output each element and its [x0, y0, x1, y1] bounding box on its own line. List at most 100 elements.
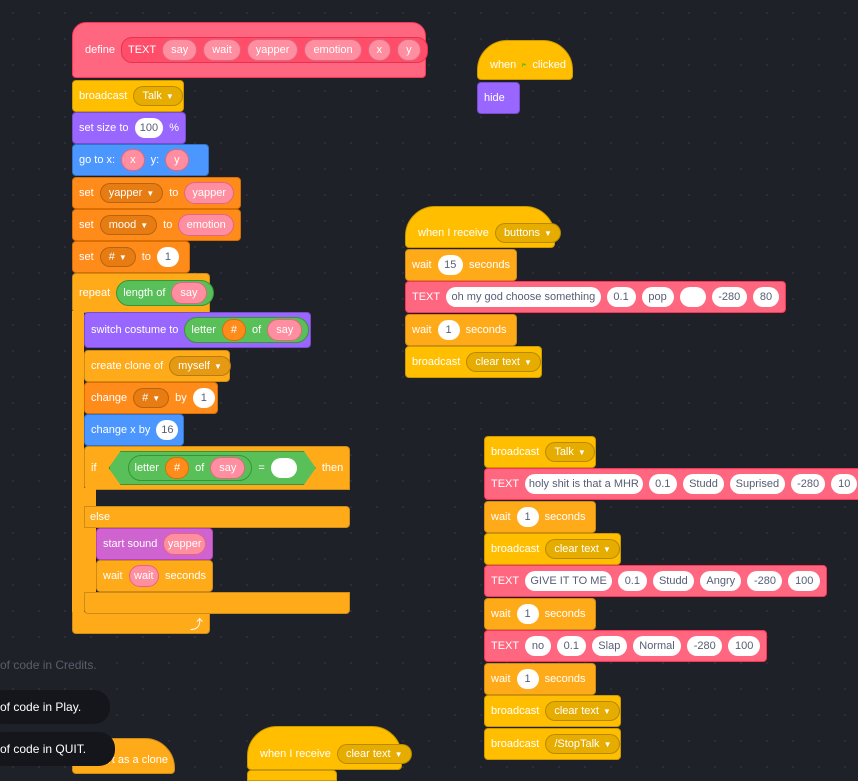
broadcast-clear-text-block[interactable]: broadcast clear text▼ — [405, 346, 542, 378]
change-x-input[interactable]: 16 — [156, 420, 179, 440]
define-arg-yapper[interactable]: yapper — [246, 39, 299, 61]
go-to-y-arg[interactable]: y — [165, 149, 189, 171]
broadcast-stoptalk-block[interactable]: broadcast /StopTalk▼ — [484, 728, 621, 760]
when-flag-clicked-block[interactable]: when clicked — [477, 40, 573, 80]
text-arg-yapper[interactable]: pop — [641, 287, 674, 307]
text-call-block-mhr[interactable]: TEXT holy shit is that a MHR 0.1 Studd S… — [484, 468, 858, 500]
text-arg-wait[interactable]: 0.1 — [556, 636, 586, 656]
set-yapper-block[interactable]: set yapper▼ to yapper — [72, 177, 241, 209]
message-dropdown[interactable]: buttons▼ — [494, 223, 561, 243]
text-arg-y[interactable]: 80 — [753, 287, 779, 307]
change-hash-block[interactable]: change #▼ by 1 — [84, 382, 218, 414]
letter-of-reporter[interactable]: letter # of say — [128, 455, 253, 481]
switch-costume-block[interactable]: switch costume to letter # of say — [84, 312, 311, 348]
broadcast-clear-text-block-a[interactable]: broadcast clear text▼ — [484, 533, 621, 565]
broadcast-dropdown[interactable]: clear text▼ — [545, 701, 620, 721]
variable-dropdown[interactable]: #▼ — [99, 247, 136, 267]
text-arg-yapper[interactable]: Studd — [652, 571, 695, 591]
define-arg-wait[interactable]: wait — [203, 39, 241, 61]
if-else-block[interactable]: if letter # of say = then — [84, 446, 350, 490]
text-arg-x[interactable]: -280 — [790, 474, 826, 494]
when-i-receive-clear-text-block[interactable]: when I receive clear text▼ — [247, 726, 412, 770]
create-clone-block[interactable]: create clone of myself▼ — [84, 350, 231, 382]
text-arg-x[interactable]: -280 — [687, 636, 723, 656]
variable-dropdown[interactable]: yapper▼ — [99, 183, 164, 203]
text-arg-emotion[interactable] — [679, 287, 706, 307]
define-arg-emotion[interactable]: emotion — [304, 39, 362, 61]
define-block[interactable]: define TEXT say wait yapper emotion x y — [72, 22, 428, 78]
change-x-block[interactable]: change x by 16 — [84, 414, 184, 446]
text-arg-y[interactable]: 10 — [831, 474, 857, 494]
set-mood-block[interactable]: set mood▼ to emotion — [72, 209, 241, 241]
set-value-input[interactable]: 1 — [156, 247, 179, 267]
change-value-input[interactable]: 1 — [192, 388, 215, 408]
define-arg-say[interactable]: say — [162, 39, 198, 61]
text-arg-wait[interactable]: 0.1 — [648, 474, 677, 494]
message-dropdown[interactable]: clear text▼ — [336, 744, 412, 764]
equals-rhs-input[interactable] — [271, 458, 297, 478]
define-prototype[interactable]: TEXT say wait yapper emotion x y — [120, 37, 428, 63]
text-arg-x[interactable]: -280 — [747, 571, 783, 591]
set-hash-block[interactable]: set #▼ to 1 — [72, 241, 190, 273]
wait-input[interactable]: 1 — [516, 604, 539, 624]
play-note[interactable]: of code in Play. — [0, 690, 110, 724]
clone-dropdown[interactable]: myself▼ — [169, 356, 231, 376]
broadcast-dropdown[interactable]: Talk▼ — [133, 86, 183, 106]
set-value-arg[interactable]: emotion — [178, 214, 234, 236]
text-arg-say[interactable]: oh my god choose something — [446, 287, 601, 307]
letter-of-arg[interactable]: say — [267, 319, 303, 341]
text-arg-say[interactable]: GIVE IT TO ME — [525, 571, 613, 591]
repeat-block[interactable]: repeat length of say — [72, 273, 214, 313]
wait-arg[interactable]: wait — [128, 565, 160, 587]
letter-index-var[interactable]: # — [221, 319, 247, 341]
quit-note[interactable]: of code in QUIT. — [0, 732, 115, 766]
text-arg-x[interactable]: -280 — [711, 287, 748, 307]
wait-input[interactable]: 1 — [516, 669, 539, 689]
start-sound-block[interactable]: start sound yapper — [96, 528, 213, 560]
broadcast-talk-block[interactable]: broadcast Talk▼ — [72, 80, 184, 112]
text-arg-say[interactable]: holy shit is that a MHR — [525, 474, 643, 494]
set-value-arg[interactable]: yapper — [184, 182, 234, 204]
go-to-x-arg[interactable]: x — [121, 149, 145, 171]
text-arg-emotion[interactable]: Normal — [632, 636, 682, 656]
set-size-input[interactable]: 100 — [134, 118, 164, 138]
letter-index-var[interactable]: # — [165, 457, 189, 479]
wait-1-block-b[interactable]: wait 1 seconds — [484, 598, 596, 630]
when-i-receive-buttons-block[interactable]: when I receive buttons▼ — [405, 206, 561, 248]
text-call-block[interactable]: TEXT oh my god choose something 0.1 pop … — [405, 281, 786, 313]
text-arg-say[interactable]: no — [525, 636, 551, 656]
wait-input[interactable]: 1 — [516, 507, 539, 527]
text-arg-emotion[interactable]: Angry — [700, 571, 742, 591]
set-size-block[interactable]: set size to 100 % — [72, 112, 186, 144]
sound-arg[interactable]: yapper — [163, 533, 206, 555]
wait-input[interactable]: 1 — [437, 320, 460, 340]
text-arg-wait[interactable]: 0.1 — [606, 287, 636, 307]
wait-1-block-a[interactable]: wait 1 seconds — [484, 501, 596, 533]
broadcast-dropdown[interactable]: clear text▼ — [466, 352, 541, 372]
wait-input[interactable]: 15 — [437, 255, 464, 275]
text-arg-yapper[interactable]: Studd — [682, 474, 724, 494]
text-arg-yapper[interactable]: Slap — [591, 636, 627, 656]
length-of-reporter[interactable]: length of say — [116, 280, 214, 306]
hide-block[interactable]: hide — [477, 82, 520, 114]
text-call-block-give[interactable]: TEXT GIVE IT TO ME 0.1 Studd Angry -280 … — [484, 565, 827, 597]
text-arg-y[interactable]: 100 — [728, 636, 761, 656]
broadcast-dropdown[interactable]: /StopTalk▼ — [545, 734, 621, 754]
letter-of-arg[interactable]: say — [210, 457, 245, 479]
variable-dropdown[interactable]: #▼ — [133, 388, 170, 408]
wait-15-block[interactable]: wait 15 seconds — [405, 249, 517, 281]
wait-block[interactable]: wait wait seconds — [96, 560, 213, 592]
broadcast-dropdown[interactable]: clear text▼ — [545, 539, 620, 559]
next-block-stub[interactable] — [247, 770, 337, 781]
broadcast-clear-text-block-b[interactable]: broadcast clear text▼ — [484, 695, 621, 727]
text-arg-y[interactable]: 100 — [788, 571, 820, 591]
broadcast-dropdown[interactable]: Talk▼ — [545, 442, 595, 462]
text-arg-emotion[interactable]: Suprised — [729, 474, 785, 494]
length-of-arg[interactable]: say — [171, 282, 207, 304]
define-arg-x[interactable]: x — [367, 39, 392, 61]
wait-1-block[interactable]: wait 1 seconds — [405, 314, 517, 346]
text-arg-wait[interactable]: 0.1 — [618, 571, 647, 591]
letter-of-reporter[interactable]: letter # of say — [184, 317, 310, 343]
broadcast-talk-block-2[interactable]: broadcast Talk▼ — [484, 436, 596, 468]
text-call-block-no[interactable]: TEXT no 0.1 Slap Normal -280 100 — [484, 630, 767, 662]
